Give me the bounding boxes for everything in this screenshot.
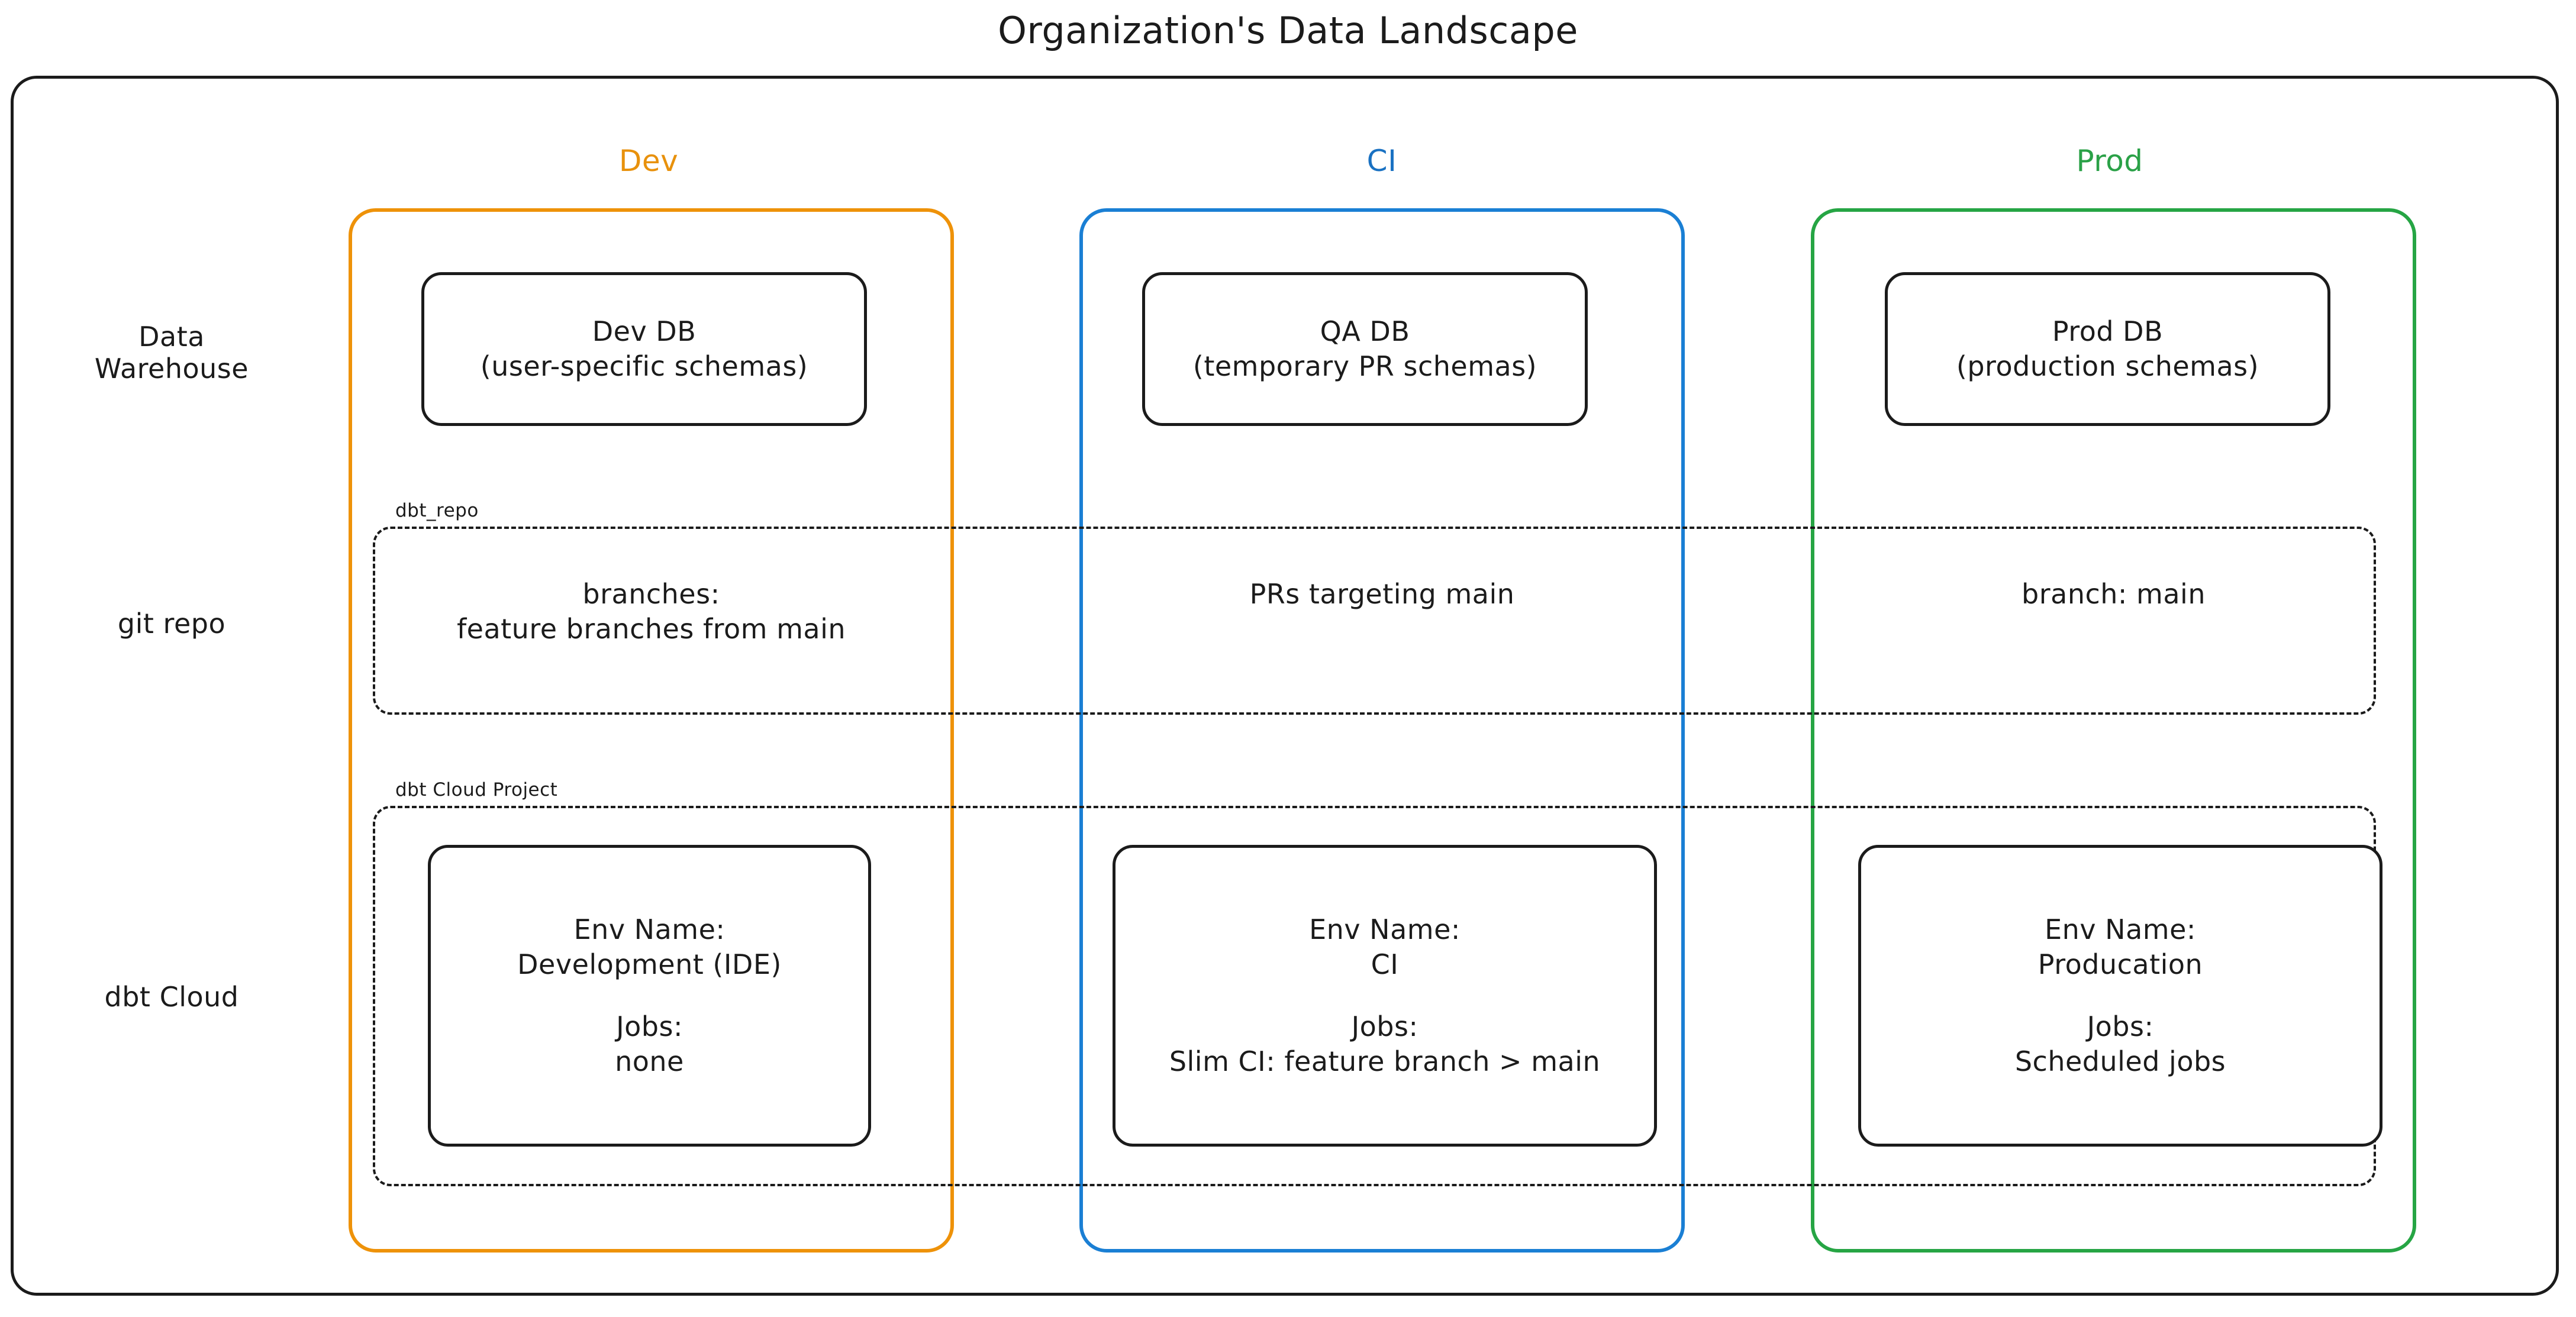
node-dev-env-name-value: Development (IDE) xyxy=(517,948,782,981)
row-label-line1: Data xyxy=(138,321,205,353)
node-qa-db-title: QA DB xyxy=(1320,315,1410,348)
node-qa-db: QA DB (temporary PR schemas) xyxy=(1142,272,1588,426)
group-caption-dbt-cloud-project: dbt Cloud Project xyxy=(395,779,558,800)
node-ci-jobs-value: Slim CI: feature branch > main xyxy=(1169,1045,1601,1077)
node-ci-jobs-label: Jobs: xyxy=(1351,1011,1418,1042)
git-text-dev: branches: feature branches from main xyxy=(349,577,954,647)
node-ci-env-name-value: CI xyxy=(1371,948,1399,981)
row-label-dbt-cloud: dbt Cloud xyxy=(36,981,308,1013)
column-header-ci: CI xyxy=(1366,144,1397,178)
group-dbt-repo xyxy=(373,527,2376,715)
node-ci-environment: Env Name: CI Jobs: Slim CI: feature bran… xyxy=(1113,845,1657,1147)
node-prod-jobs-value: Scheduled jobs xyxy=(2014,1045,2226,1077)
group-caption-dbt-repo: dbt_repo xyxy=(395,500,479,521)
node-dev-db-title: Dev DB xyxy=(592,315,697,348)
node-dev-db: Dev DB (user-specific schemas) xyxy=(421,272,867,426)
row-label-git-repo: git repo xyxy=(36,608,308,640)
column-header-dev: Dev xyxy=(618,144,679,178)
node-dev-env-name-label: Env Name: xyxy=(573,913,726,946)
row-label-line2: Warehouse xyxy=(94,353,249,385)
node-dev-jobs-label: Jobs: xyxy=(616,1011,683,1042)
column-header-prod: Prod xyxy=(2076,144,2143,178)
git-text-ci-line1: PRs targeting main xyxy=(1249,578,1515,610)
node-dev-db-subtitle: (user-specific schemas) xyxy=(480,350,808,382)
row-label-line1: dbt Cloud xyxy=(104,981,239,1013)
page-title: Organization's Data Landscape xyxy=(998,9,1578,52)
git-text-dev-line2: feature branches from main xyxy=(456,612,846,645)
env-column-prod xyxy=(1811,208,2416,1253)
env-column-ci xyxy=(1079,208,1685,1253)
git-text-prod-line1: branch: main xyxy=(2022,578,2206,610)
node-prod-jobs-label: Jobs: xyxy=(2087,1011,2154,1042)
node-prod-env-name-value: Producation xyxy=(2037,948,2203,981)
node-prod-env-name-label: Env Name: xyxy=(2045,913,2196,946)
node-dev-jobs-value: none xyxy=(615,1045,684,1077)
node-prod-db-title: Prod DB xyxy=(2052,315,2164,348)
node-ci-env-name-label: Env Name: xyxy=(1309,913,1461,946)
git-text-ci: PRs targeting main xyxy=(1079,577,1685,612)
git-text-prod: branch: main xyxy=(1811,577,2416,612)
outer-boundary-frame xyxy=(11,76,2559,1296)
node-qa-db-subtitle: (temporary PR schemas) xyxy=(1192,350,1537,382)
row-label-line1: git repo xyxy=(117,608,226,640)
row-label-data-warehouse: Data Warehouse xyxy=(36,321,308,385)
git-text-dev-line1: branches: xyxy=(582,578,720,610)
node-dev-environment: Env Name: Development (IDE) Jobs: none xyxy=(428,845,871,1147)
node-prod-environment: Env Name: Producation Jobs: Scheduled jo… xyxy=(1858,845,2382,1147)
env-column-dev xyxy=(349,208,954,1253)
node-prod-db: Prod DB (production schemas) xyxy=(1885,272,2330,426)
node-prod-db-subtitle: (production schemas) xyxy=(1956,350,2259,382)
